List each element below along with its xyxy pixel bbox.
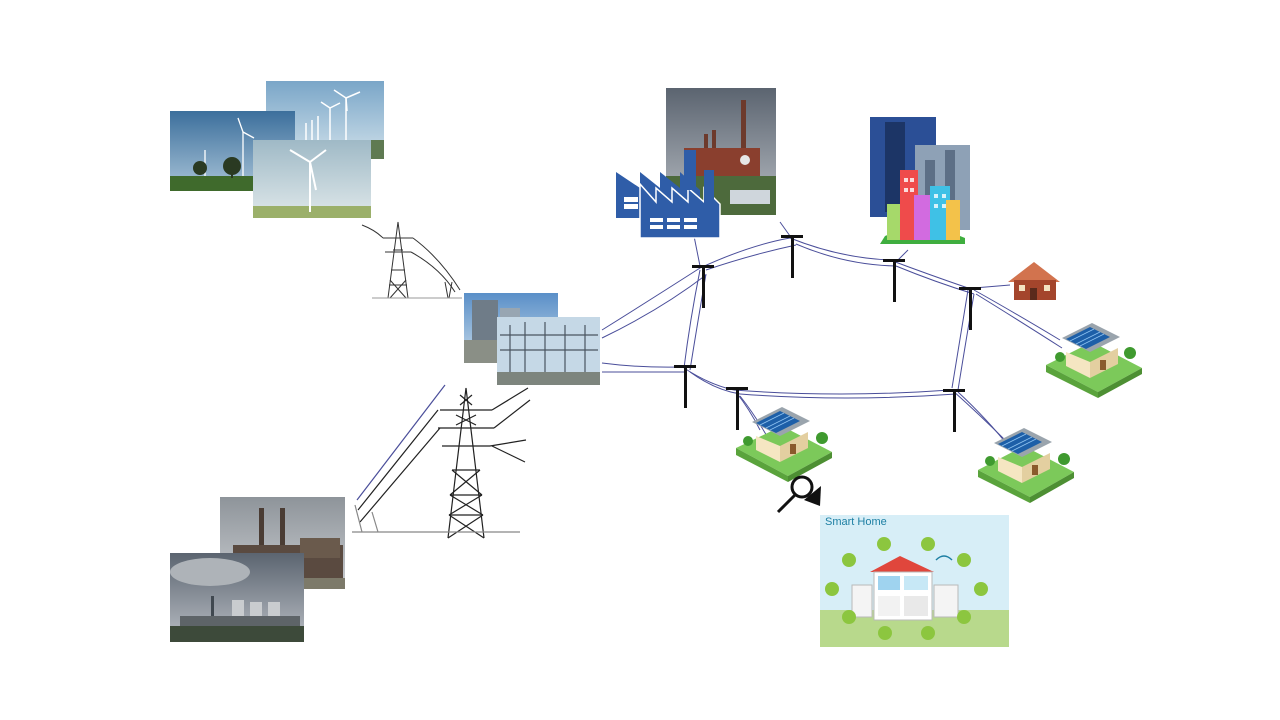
- solar-house-icon: [978, 428, 1074, 503]
- city-buildings-icon: [870, 117, 970, 244]
- transmission-tower-icon: [352, 384, 531, 539]
- substation-photo: [464, 293, 600, 385]
- factory-icon: [616, 150, 721, 239]
- power-plant-photo: [170, 497, 345, 642]
- smart-home-panel: [820, 515, 1009, 647]
- transmission-tower-icon: [361, 221, 462, 299]
- utility-pole-icon: [674, 235, 981, 432]
- solar-house-icon: [1046, 323, 1142, 398]
- house-icon: [1008, 262, 1060, 300]
- wind-turbines-photo: [170, 81, 384, 218]
- solar-house-icon: [736, 407, 832, 482]
- magnifier-icon: [776, 475, 821, 514]
- power-lines: [601, 221, 1063, 449]
- smart-home-title: Smart Home: [825, 516, 887, 528]
